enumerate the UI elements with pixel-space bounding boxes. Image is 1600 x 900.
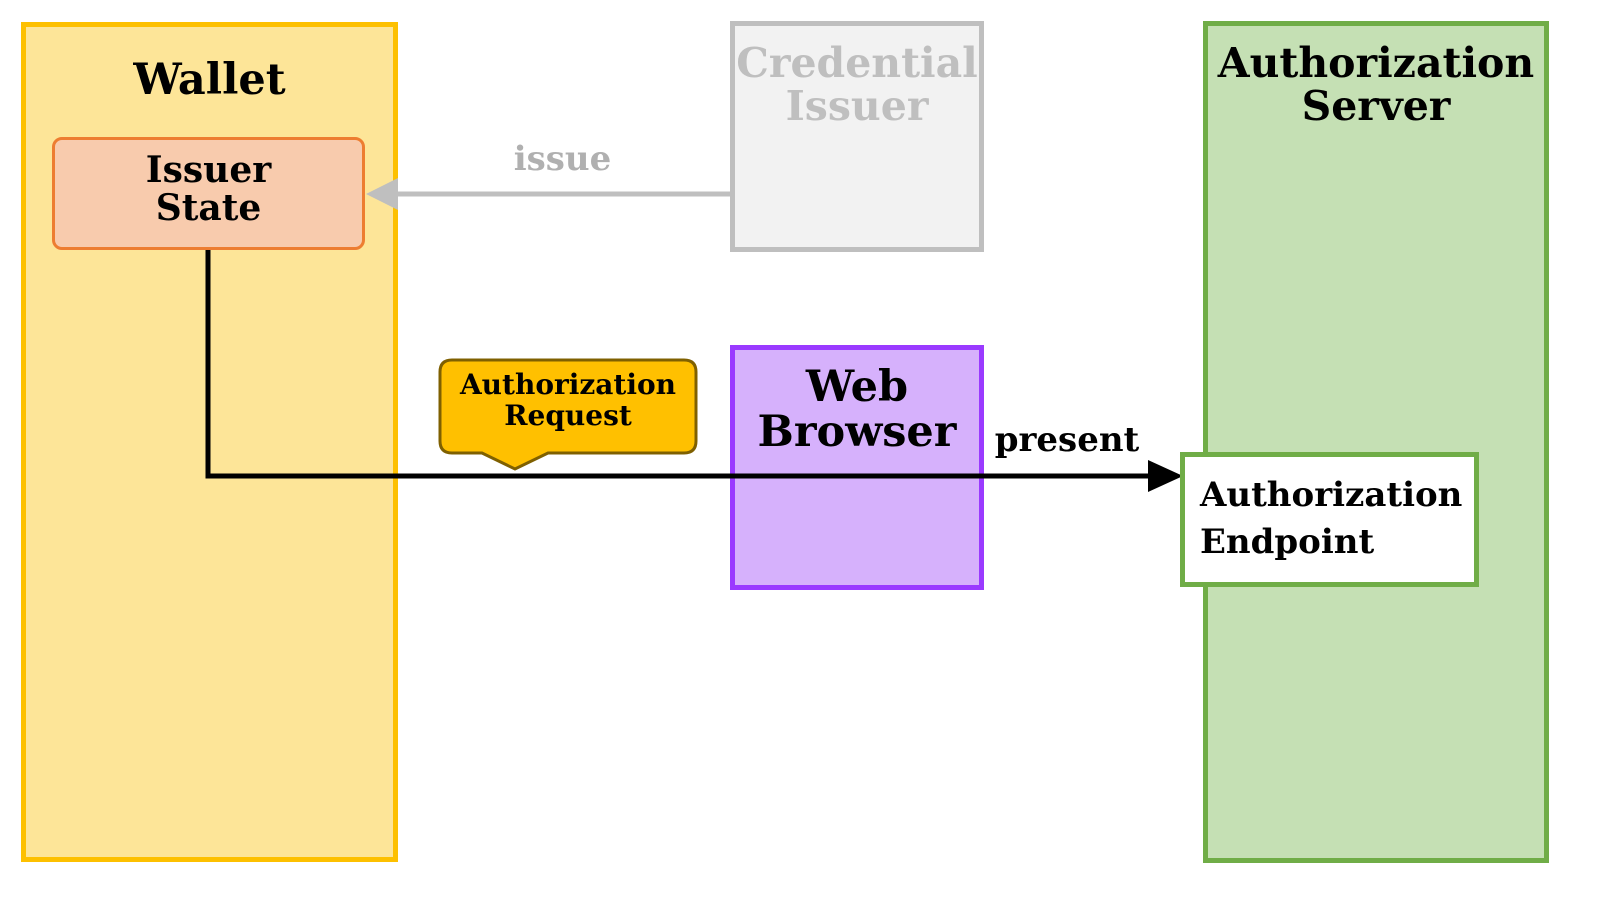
issuer-state-label: Issuer State (145, 149, 272, 229)
web-browser-box (730, 345, 984, 590)
present-arrow-line (205, 250, 1150, 479)
authorization-request-label: Authorization Request (459, 368, 677, 432)
issuer-state-box (52, 137, 365, 250)
authorization-request-callout (438, 358, 698, 471)
issue-edge-label: issue (513, 139, 612, 179)
authorization-server-container (1203, 21, 1549, 863)
credential-issuer-label: Credential Issuer (736, 39, 978, 131)
wallet-label: Wallet (133, 55, 286, 105)
present-edge-label: present (994, 420, 1140, 460)
issue-arrow-head (366, 178, 398, 210)
authorization-endpoint-label: Authorization Endpoint (1200, 475, 1463, 562)
authorization-endpoint-box (1180, 452, 1479, 587)
web-browser-label: Web Browser (757, 362, 957, 458)
authorization-server-label: Authorization Server (1217, 39, 1535, 131)
credential-issuer-box (730, 21, 984, 252)
present-arrow-head (1148, 460, 1183, 492)
